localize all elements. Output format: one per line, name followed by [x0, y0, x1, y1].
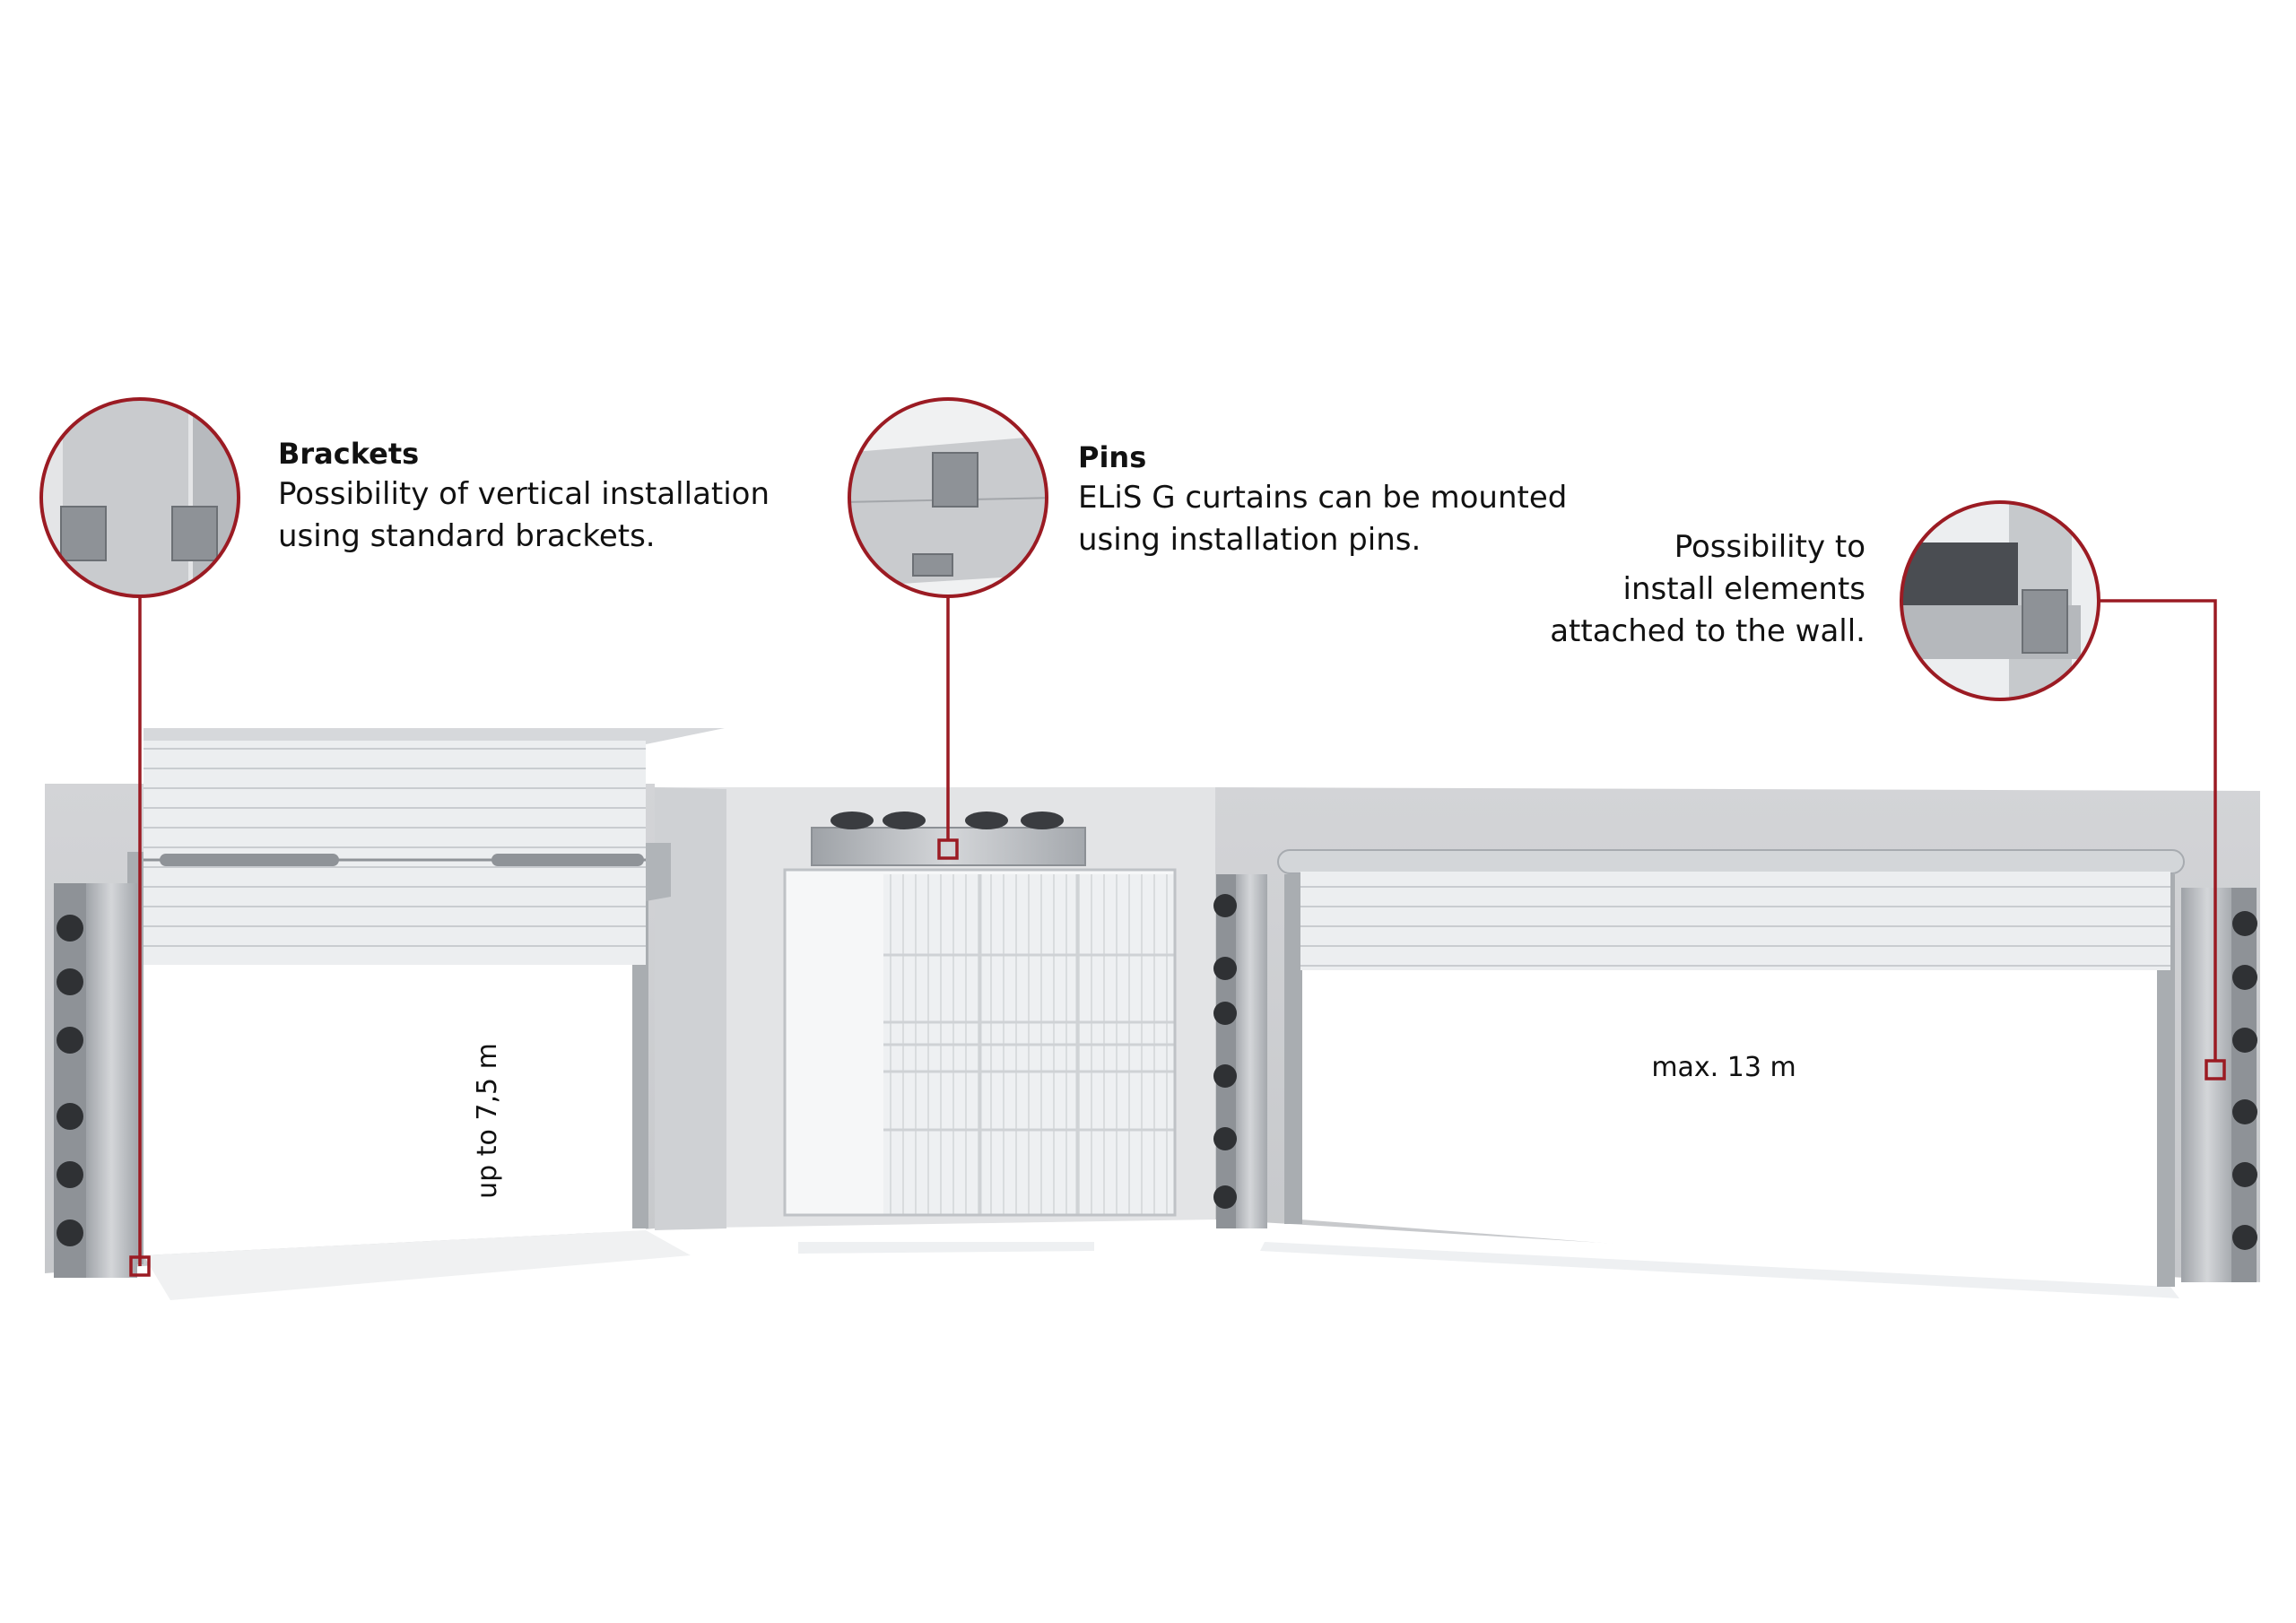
height-dimension: up to 7,5 m: [472, 1043, 503, 1199]
callout-leaders: [129, 596, 2226, 1277]
wall-marker: [2205, 1059, 2226, 1081]
pins-callout: Pins ELiS G curtains can be mounted usin…: [1078, 438, 1567, 561]
width-dimension: max. 13 m: [1651, 1052, 1796, 1083]
wall-detail-circle: [1900, 500, 2100, 701]
width-label: max. 13 m: [1651, 1052, 1796, 1083]
left-roller-shutter: [144, 728, 725, 965]
brackets-marker: [129, 1255, 151, 1277]
right-door-opening: [1260, 874, 2179, 1298]
pins-body: ELiS G curtains can be mounted using ins…: [1078, 480, 1568, 558]
pins-detail-circle: [848, 397, 1048, 598]
left-vertical-air-curtain: [54, 883, 137, 1278]
pins-marker: [937, 838, 959, 860]
wall-body: Possibility to install elements attached…: [1550, 529, 1866, 649]
right-door-left-air-curtain: [1213, 874, 1267, 1228]
brackets-detail-circle: [39, 397, 240, 598]
brackets-title: Brackets: [278, 437, 420, 471]
right-door-right-air-curtain: [2181, 888, 2257, 1282]
brackets-body: Possibility of vertical installation usi…: [278, 476, 770, 554]
pins-title: Pins: [1078, 440, 1147, 474]
brackets-callout: Brackets Possibility of vertical install…: [278, 434, 770, 558]
wall-callout: Possibility to install elements attached…: [1550, 526, 1866, 653]
right-roller-shutter: [1277, 849, 2185, 970]
middle-door: [783, 868, 1177, 1254]
height-label: up to 7,5 m: [472, 1043, 503, 1199]
